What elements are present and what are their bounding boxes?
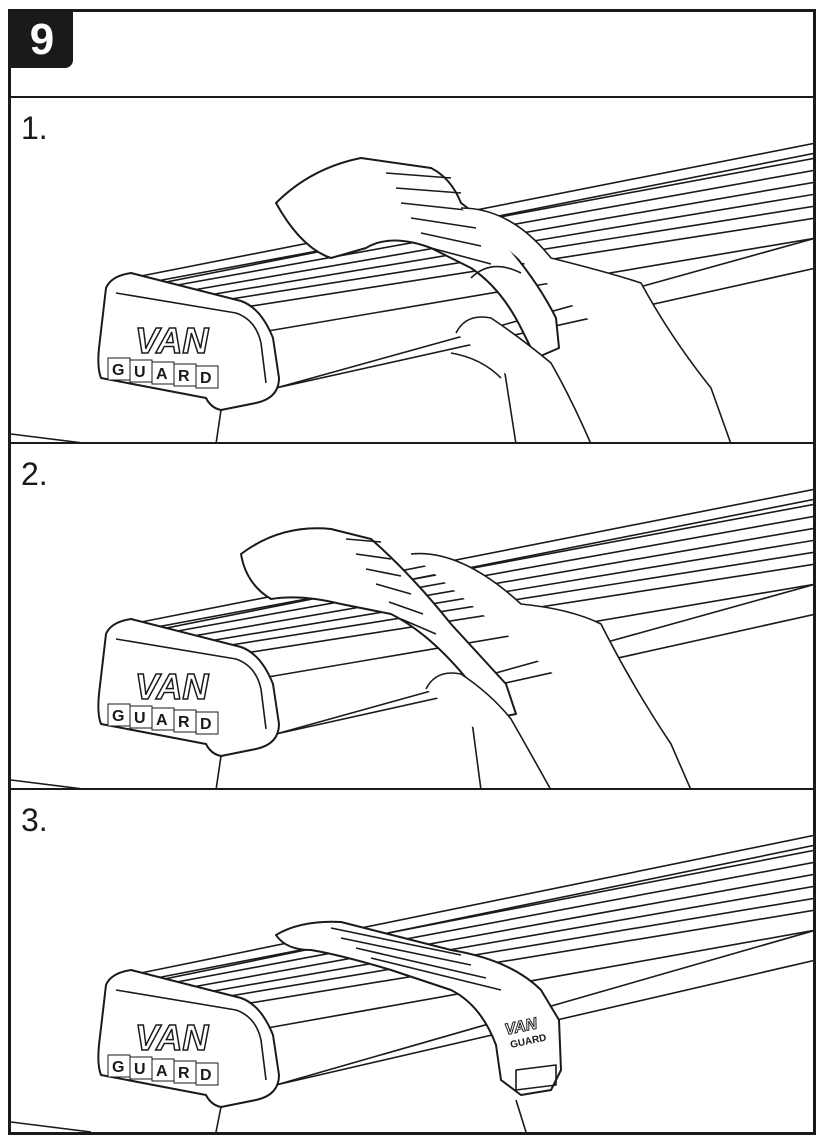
panel-step-2: VAN G U A R D 2.	[11, 444, 813, 790]
svg-text:R: R	[178, 714, 190, 731]
step-label-2: 2.	[21, 456, 48, 492]
svg-text:D: D	[200, 716, 212, 733]
panel-step-3: VAN GUARD VAN G U A R D 3.	[11, 790, 813, 1132]
endcap-brand-van-3: VAN	[135, 1017, 209, 1058]
svg-text:A: A	[156, 366, 168, 383]
svg-text:D: D	[200, 1067, 212, 1084]
svg-text:G: G	[112, 362, 124, 379]
step-header: 9	[11, 12, 813, 98]
svg-text:R: R	[178, 1065, 190, 1082]
svg-text:G: G	[112, 708, 124, 725]
endcap-brand-van-1: VAN	[135, 320, 209, 361]
svg-text:R: R	[178, 368, 190, 385]
svg-text:A: A	[156, 1063, 168, 1080]
step-label-1: 1.	[21, 110, 48, 146]
endcap-brand-guard-1: G U A R D	[107, 357, 219, 389]
step-number-badge: 9	[11, 12, 73, 68]
endcap-brand-guard-2: G U A R D	[107, 703, 219, 735]
svg-text:D: D	[200, 370, 212, 387]
svg-text:A: A	[156, 712, 168, 729]
endcap-brand-guard-3: G U A R D	[107, 1054, 219, 1086]
svg-text:U: U	[134, 364, 146, 381]
svg-text:G: G	[112, 1059, 124, 1076]
roof-bar-illustration-2: VAN G U A R D	[11, 488, 813, 788]
roof-bar-illustration-3: VAN GUARD VAN G U A R D	[11, 834, 813, 1132]
svg-text:U: U	[134, 710, 146, 727]
endcap-brand-van-2: VAN	[135, 666, 209, 707]
svg-text:U: U	[134, 1061, 146, 1078]
roof-bar-illustration-1: VAN G U A R D	[11, 142, 813, 442]
step-label-3: 3.	[21, 802, 48, 838]
instruction-frame: 9	[8, 9, 816, 1135]
panel-step-1: VAN G U A R D 1.	[11, 98, 813, 444]
